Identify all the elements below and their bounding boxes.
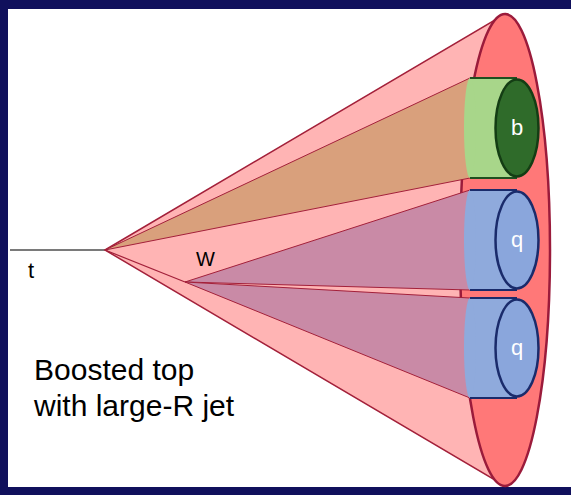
top-line bbox=[10, 249, 105, 251]
quark-label: q bbox=[511, 337, 523, 359]
b-tube-edge bbox=[470, 177, 517, 179]
b-quark-jet: b bbox=[494, 78, 540, 178]
b-tube-edge bbox=[470, 77, 517, 79]
w-line bbox=[105, 250, 185, 282]
q-tube-edge bbox=[470, 397, 517, 399]
white-panel bbox=[8, 9, 571, 487]
q-tube-back bbox=[464, 298, 476, 398]
top-quark-label: t bbox=[28, 258, 34, 284]
b-tube-back bbox=[464, 78, 476, 178]
quark-label: q bbox=[511, 229, 523, 251]
q-tube-edge bbox=[470, 289, 517, 291]
jet-end-ellipse bbox=[496, 300, 539, 397]
quark-label: b bbox=[511, 117, 523, 139]
q-tube-back bbox=[464, 190, 476, 290]
q-quark-jet: q bbox=[494, 298, 540, 398]
figure-caption: Boosted top with large-R jet bbox=[34, 352, 246, 424]
jet-end-ellipse bbox=[496, 80, 539, 177]
q-quark-jet: q bbox=[494, 190, 540, 290]
q-cone bbox=[185, 282, 470, 398]
q-cone bbox=[185, 190, 470, 290]
jet-end-ellipse bbox=[496, 192, 539, 289]
large-r-face bbox=[460, 14, 550, 486]
q-tube-edge bbox=[470, 297, 517, 299]
q-tube-edge bbox=[470, 189, 517, 191]
w-boson-label: W bbox=[196, 247, 215, 271]
